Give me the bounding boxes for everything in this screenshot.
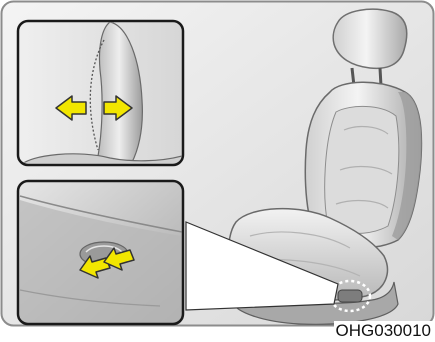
figure-code-label: OHG030010 bbox=[334, 321, 433, 341]
headrest bbox=[333, 9, 406, 68]
lumbar-switch bbox=[338, 290, 362, 302]
lumbar-detail-panel bbox=[18, 21, 183, 170]
switch-detail-panel bbox=[18, 181, 183, 324]
seat-back-insert bbox=[325, 106, 399, 233]
